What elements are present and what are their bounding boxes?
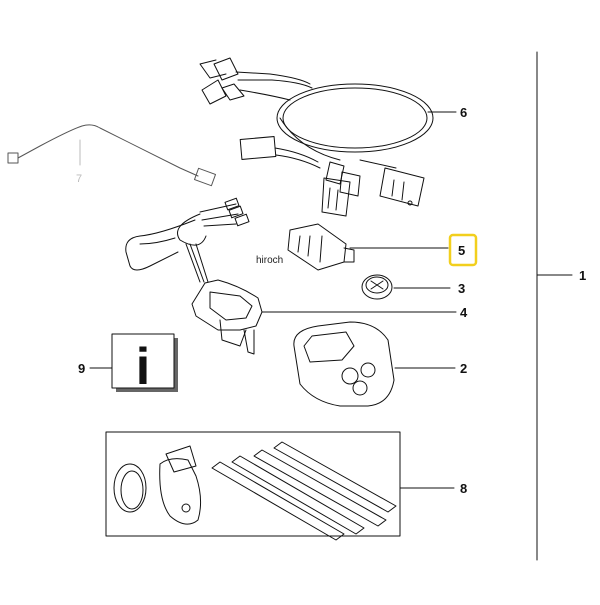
- callout-3: 3: [458, 281, 465, 296]
- part-8-mounting-kit: [105, 431, 455, 541]
- info-icon: i: [136, 338, 150, 396]
- callout-4: 4: [460, 305, 468, 320]
- callout-6: 6: [460, 105, 467, 120]
- callout-5-highlight-box: [448, 233, 478, 267]
- part-9-info-sheet: [89, 333, 178, 392]
- part-3-battery: [361, 274, 451, 300]
- part-7-sensor-cable: [7, 124, 217, 187]
- callout-5: 5: [458, 243, 465, 258]
- callout-9: 9: [78, 361, 85, 376]
- part-6-wiring-harness: [199, 57, 457, 217]
- callout-1: 1: [579, 268, 586, 283]
- part-4-bracket-harness: [125, 197, 457, 355]
- watermark: hiroch: [256, 255, 283, 266]
- callout-2: 2: [460, 361, 467, 376]
- part-5-connector: [287, 223, 478, 271]
- callout-8: 8: [460, 481, 467, 496]
- part-2-computer-unit: [293, 321, 456, 407]
- callout-7: 7: [76, 173, 82, 185]
